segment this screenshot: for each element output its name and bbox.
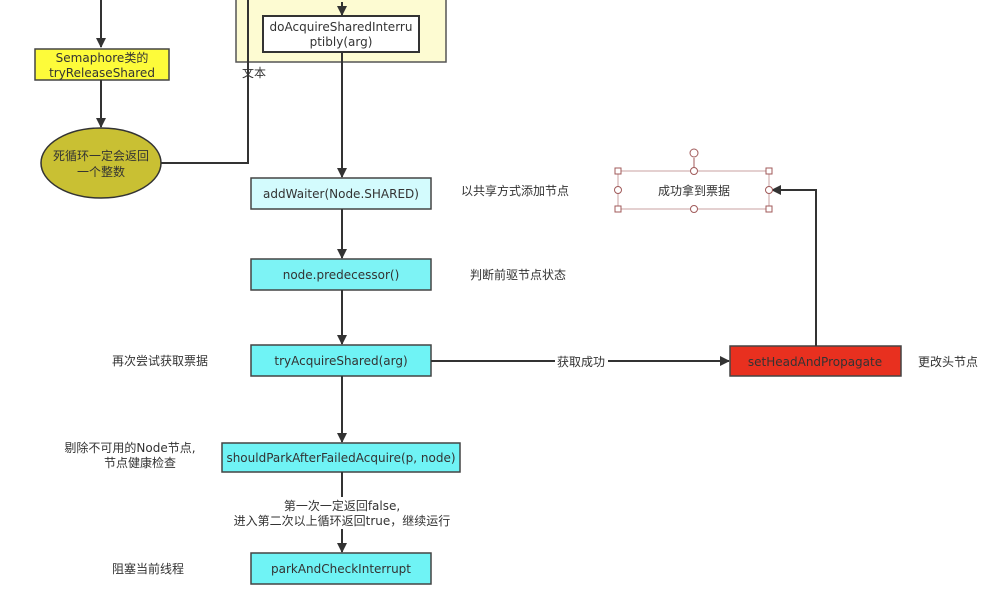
acquired-edge-label: 获取成功: [557, 355, 605, 369]
try-acquire-node[interactable]: [250, 344, 432, 377]
resize-handle[interactable]: [690, 167, 698, 175]
park-edge-label-2: 进入第二次以上循环返回true，继续运行: [234, 514, 451, 528]
resize-handle[interactable]: [765, 186, 773, 194]
semaphore-label-1: Semaphore类的: [56, 50, 149, 65]
acquired-edge-label-bg: [555, 353, 608, 369]
set-head-to-success-edge: [771, 185, 817, 346]
park-edge-label-1: 第一次一定返回false,: [284, 498, 400, 513]
try-acquire-label: tryAcquireShared(arg): [274, 354, 407, 368]
rotate-handle[interactable]: [689, 148, 699, 158]
resize-handle[interactable]: [765, 167, 773, 175]
park-label: parkAndCheckInterrupt: [271, 562, 411, 576]
resize-handle[interactable]: [614, 167, 622, 175]
should-park-label: shouldParkAfterFailedAcquire(p, node): [226, 451, 455, 465]
loop-node[interactable]: [40, 127, 162, 199]
try-acquire-note: 再次尝试获取票据: [112, 353, 208, 368]
predecessor-note: 判断前驱节点状态: [470, 267, 566, 282]
semaphore-node[interactable]: [34, 48, 170, 81]
park-note-bg: [232, 497, 454, 529]
set-head-note: 更改头节点: [918, 355, 978, 369]
resize-handle[interactable]: [614, 186, 622, 194]
set-head-label: setHeadAndPropagate: [748, 355, 882, 369]
do-acquire-label-2: ptibly(arg): [310, 35, 373, 49]
should-park-note-1: 剔除不可用的Node节点,: [64, 440, 195, 455]
loop-label-2: 一个整数: [77, 164, 125, 179]
do-acquire-node[interactable]: [262, 15, 420, 53]
success-node-selected[interactable]: [614, 148, 773, 213]
resize-handle[interactable]: [765, 205, 773, 213]
resize-handle[interactable]: [614, 205, 622, 213]
add-waiter-note: 以共享方式添加节点: [461, 183, 569, 198]
loop-label-1: 死循环一定会返回: [53, 148, 149, 163]
should-park-note-2: 节点健康检查: [104, 455, 176, 470]
semaphore-label-2: tryReleaseShared: [49, 66, 155, 80]
text-placeholder-label: 文本: [242, 65, 266, 80]
set-head-node[interactable]: [729, 345, 902, 377]
do-acquire-label-1: doAcquireSharedInterru: [270, 20, 413, 34]
park-node[interactable]: [250, 552, 432, 585]
should-park-node[interactable]: [221, 442, 461, 473]
add-waiter-node[interactable]: [250, 177, 432, 210]
loop-to-container-edge: [161, 0, 249, 164]
park-note: 阻塞当前线程: [112, 561, 184, 576]
predecessor-label: node.predecessor(): [283, 268, 400, 282]
resize-handle[interactable]: [690, 205, 698, 213]
success-label: 成功拿到票据: [658, 183, 730, 198]
add-waiter-label: addWaiter(Node.SHARED): [263, 187, 419, 201]
